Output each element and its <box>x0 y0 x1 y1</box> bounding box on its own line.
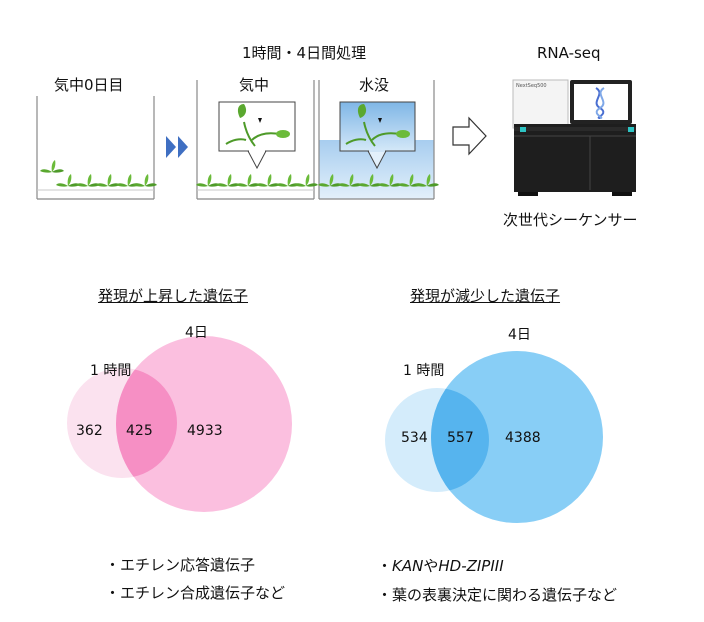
venn-down-title: 発現が減少した遺伝子 <box>410 287 561 305</box>
beaker-air <box>196 80 318 200</box>
bullet-dot: ・ <box>377 557 393 575</box>
gene-hdzip: HD-ZIPIII <box>438 557 504 575</box>
venn-up-bullet-2: ・エチレン合成遺伝子など <box>105 584 286 602</box>
beaker-submerged <box>318 80 439 200</box>
gene-kan: KAN <box>392 557 424 575</box>
beaker-submerged-label: 水没 <box>359 76 390 94</box>
venn-down-label-large: 4日 <box>508 327 531 343</box>
double-arrow-icon <box>166 136 188 158</box>
sequencer-machine <box>512 79 636 196</box>
venn-up-only-large: 4933 <box>187 423 223 439</box>
beaker-day0-label: 気中0日目 <box>54 76 124 94</box>
venn-down-only-small: 534 <box>401 430 428 446</box>
venn-up-overlap: 425 <box>126 423 153 439</box>
venn-up-only-small: 362 <box>76 423 103 439</box>
venn-up-label-large: 4日 <box>185 325 208 341</box>
venn-down-bullet-1: ・KANやHD-ZIPIII <box>377 555 504 576</box>
venn-down-bullet-2: ・葉の表裏決定に関わる遺伝子など <box>377 586 618 604</box>
venn-down-only-large: 4388 <box>505 430 541 446</box>
venn-up-bullet-1: ・エチレン応答遺伝子 <box>105 556 256 574</box>
beaker-air-label: 気中 <box>239 76 270 94</box>
rnaseq-title: RNA-seq <box>537 44 601 62</box>
time-title: 1時間・4日間処理 <box>242 44 367 62</box>
bullet-connector: や <box>423 557 439 575</box>
venn-down-diagram <box>385 351 603 523</box>
venn-down-overlap: 557 <box>447 430 474 446</box>
venn-up-diagram <box>67 336 292 512</box>
venn-up-title: 発現が上昇した遺伝子 <box>98 287 249 305</box>
venn-down-label-small: 1 時間 <box>403 363 445 379</box>
venn-up-label-small: 1 時間 <box>90 363 132 379</box>
beaker-day0 <box>36 96 157 200</box>
sequencer-label: 次世代シーケンサー <box>503 211 638 229</box>
sequencer-brand: NextSeq500 <box>516 83 547 89</box>
arrow-right-icon <box>452 116 487 156</box>
